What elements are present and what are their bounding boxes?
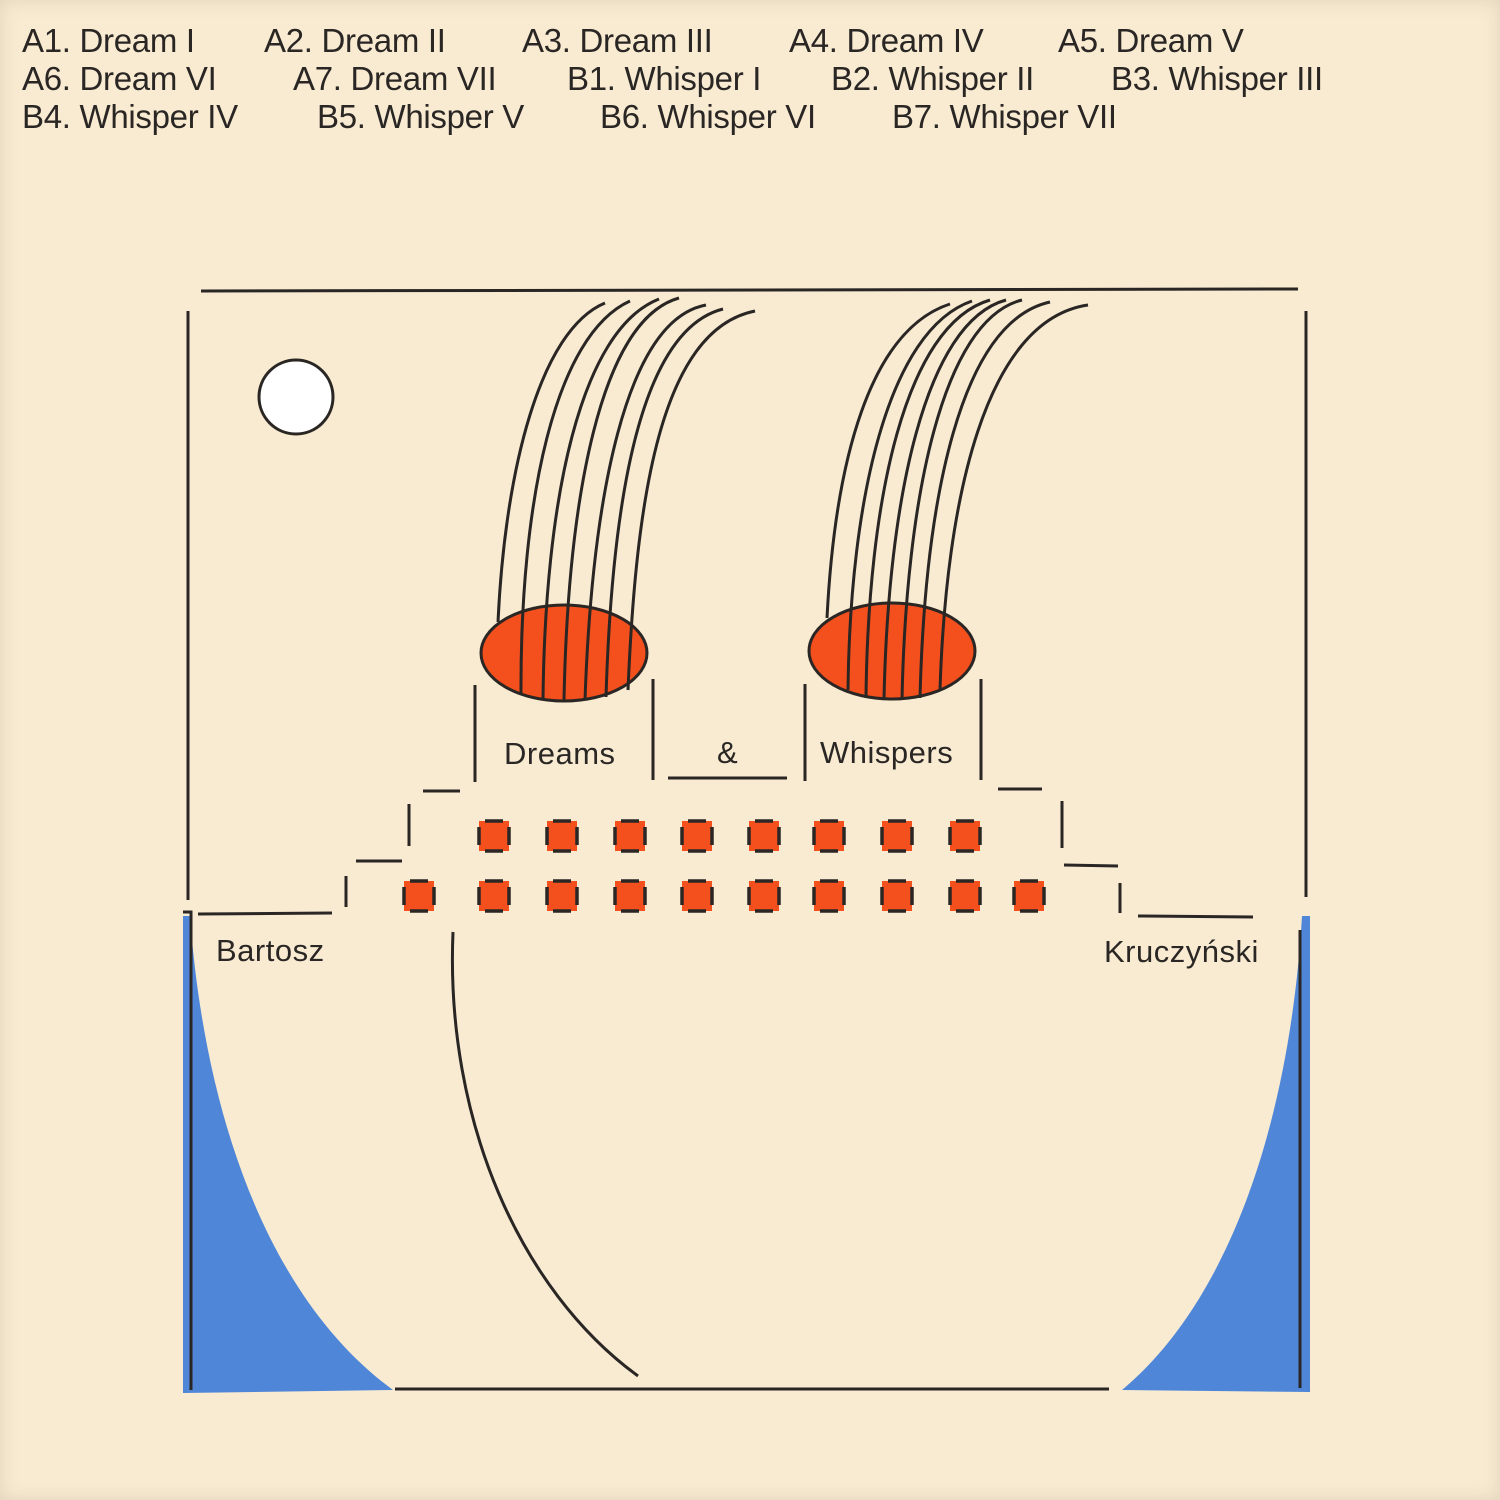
orange-square: [545, 879, 579, 913]
title-dreams: Dreams: [504, 736, 616, 771]
orange-square: [948, 819, 982, 853]
step-left-1: [197, 911, 333, 916]
orange-square: [477, 879, 511, 913]
track-b5: B5. Whisper V: [317, 98, 525, 135]
track-a2: A2. Dream II: [264, 22, 446, 59]
orange-square: [812, 879, 846, 913]
track-b3: B3. Whisper III: [1111, 60, 1323, 97]
track-a6: A6. Dream VI: [22, 60, 217, 97]
orange-square: [477, 819, 511, 853]
right-orange-oval: [807, 601, 977, 701]
right-streaks: [825, 298, 1089, 701]
orange-square: [1012, 879, 1046, 913]
orange-square: [402, 879, 436, 913]
frame-top-line: [200, 287, 1299, 293]
orange-square: [680, 819, 714, 853]
right-oval-group: [807, 298, 1089, 701]
title-ampersand: &: [717, 735, 738, 770]
step-right-3: [1063, 863, 1119, 868]
orange-square: [880, 819, 914, 853]
artist-first-name: Bartosz: [216, 933, 325, 968]
left-blue-wedge: [183, 916, 393, 1393]
orange-square: [680, 879, 714, 913]
orange-square: [613, 819, 647, 853]
right-blue-wedge: [1122, 916, 1310, 1392]
track-a1: A1. Dream I: [22, 22, 195, 59]
moon-circle: [257, 358, 335, 436]
left-oval-group: [479, 296, 756, 703]
track-a3: A3. Dream III: [522, 22, 713, 59]
track-a5: A5. Dream V: [1058, 22, 1244, 59]
track-b2: B2. Whisper II: [831, 60, 1035, 97]
orange-square: [812, 819, 846, 853]
title-whispers: Whispers: [820, 735, 953, 770]
track-b6: B6. Whisper VI: [600, 98, 816, 135]
left-blue-wedge-edge: [183, 910, 193, 1390]
sweep-curve: [450, 931, 639, 1378]
orange-square: [545, 819, 579, 853]
track-a4: A4. Dream IV: [789, 22, 984, 59]
left-streaks: [496, 296, 756, 701]
orange-square: [747, 819, 781, 853]
track-b1: B1. Whisper I: [567, 60, 762, 97]
step-right-5: [1137, 914, 1254, 919]
artist-last-name: Kruczyński: [1104, 934, 1259, 969]
orange-square: [613, 879, 647, 913]
track-a7: A7. Dream VII: [293, 60, 497, 97]
orange-square: [948, 879, 982, 913]
track-b7: B7. Whisper VII: [892, 98, 1117, 135]
orange-squares-grid: [402, 819, 1046, 913]
track-b4: B4. Whisper IV: [22, 98, 238, 135]
orange-square: [747, 879, 781, 913]
orange-square: [880, 879, 914, 913]
